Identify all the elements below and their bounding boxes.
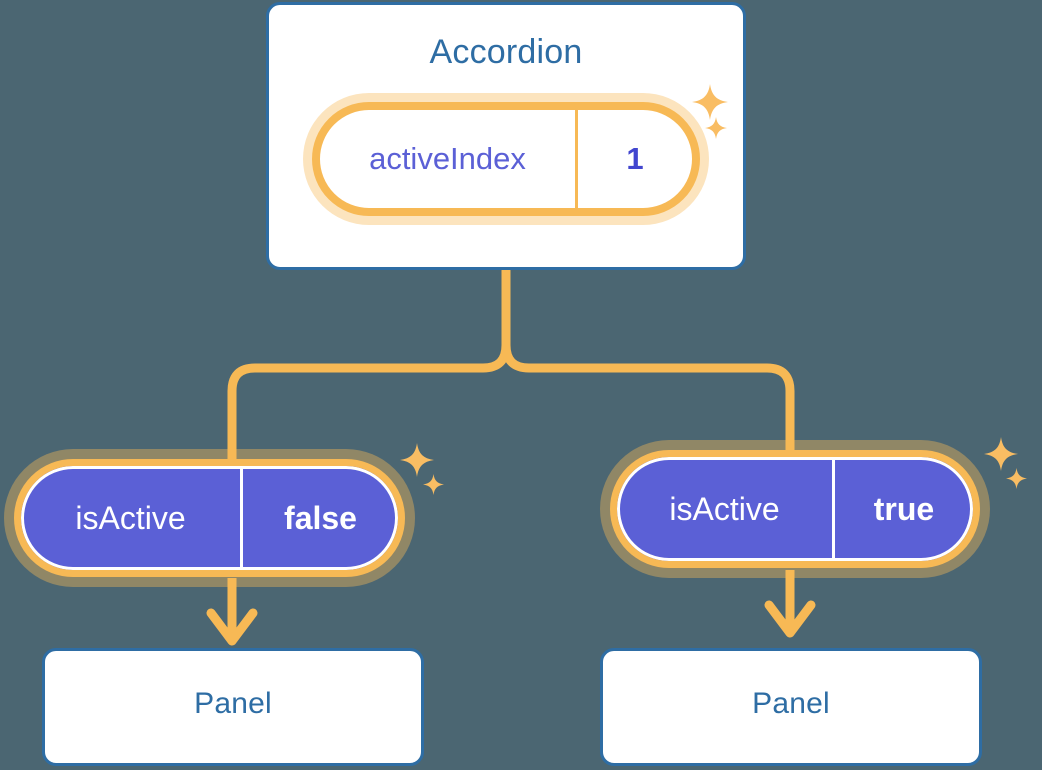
state-key-label: isActive — [617, 457, 835, 561]
state-value-label: 1 — [626, 141, 644, 176]
sparkle-icon — [400, 443, 434, 477]
state-pill-isactive-false[interactable]: isActive false — [14, 459, 405, 577]
component-card-panel-left[interactable]: Panel — [42, 648, 424, 766]
state-pill-isactive-true[interactable]: isActive true — [610, 450, 980, 568]
sparkle-icon-small — [1006, 468, 1027, 489]
component-card-panel-right[interactable]: Panel — [600, 648, 982, 766]
panel-title: Panel — [752, 687, 830, 720]
arrow-down-icon-right — [764, 570, 816, 638]
connector-tree — [227, 266, 511, 467]
state-key-label: isActive — [21, 466, 243, 570]
state-key-label: activeIndex — [320, 110, 578, 208]
connector-tree-right — [501, 266, 795, 461]
sparkle-icon-small — [423, 474, 444, 495]
state-pill-activeindex[interactable]: activeIndex 1 — [312, 102, 700, 216]
panel-title: Panel — [194, 687, 272, 720]
page-title: Accordion — [429, 33, 583, 71]
arrow-down-icon-left — [206, 578, 258, 646]
sparkle-icon — [984, 437, 1018, 471]
state-value-label: true — [873, 490, 935, 527]
state-value-label: false — [284, 499, 357, 536]
